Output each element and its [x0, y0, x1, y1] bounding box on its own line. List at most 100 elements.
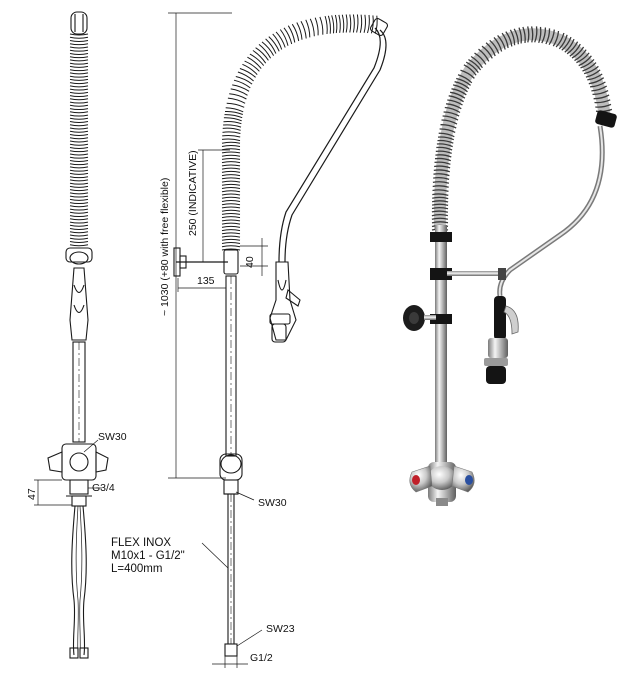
spring-coil-turn — [221, 229, 241, 232]
spring-coil-turn — [538, 26, 542, 44]
flex-note-line2: M10x1 - G1/2" — [111, 550, 185, 562]
spring-coil-turn — [470, 55, 483, 69]
spring-coil-turn — [327, 15, 331, 34]
spring-coil-turn — [69, 104, 89, 107]
spring-coil-turn — [69, 65, 89, 68]
spring-coil-turn — [593, 94, 610, 100]
spring-coil-turn — [221, 187, 241, 189]
spring-coil-turn — [454, 81, 470, 90]
spring-coil-turn — [69, 72, 89, 75]
spring-coil-turn — [481, 45, 493, 59]
spring-coil-turn — [440, 124, 457, 129]
spring-coil-turn — [431, 200, 449, 203]
spring-coil-turn — [588, 77, 605, 85]
spring-coil-turn — [349, 14, 352, 33]
spring-coil-turn — [221, 180, 241, 183]
spring-coil-turn — [513, 28, 519, 45]
spring-coil-turn — [509, 29, 516, 46]
spring-coil-turn — [505, 31, 513, 47]
spring-coil-turn — [478, 48, 490, 62]
spring-coil-turn — [227, 97, 246, 104]
spring-coil-turn — [432, 196, 449, 200]
spring-coil-turn — [580, 58, 595, 69]
spring-coil-turn — [69, 156, 89, 159]
side-nut-sw-label: SW30 — [98, 431, 127, 443]
spring-coil-turn — [239, 68, 256, 78]
spring-coil-turn — [374, 15, 378, 34]
spring-coil-turn — [69, 130, 89, 133]
spring-coil-turn — [69, 124, 89, 127]
spring-coil-turn — [69, 234, 89, 237]
spring-coil-turn — [489, 39, 500, 54]
flex-note-line1: FLEX INOX — [111, 537, 172, 549]
spring-coil-turn — [221, 138, 241, 142]
spring-coil-turn — [258, 44, 272, 59]
spring-coil-turn — [249, 53, 265, 66]
spring-coil-turn — [534, 26, 538, 43]
spring-coil-turn — [69, 62, 89, 65]
spring-coil-turn — [431, 203, 449, 207]
spring-coil-turn — [69, 218, 89, 221]
spring-coil-turn — [221, 141, 241, 144]
spring-coil-turn — [569, 43, 581, 57]
spring-coil-turn — [436, 146, 453, 151]
spring-coil-turn — [222, 131, 241, 134]
spring-coil-turn — [69, 75, 89, 78]
spring-coil-turn — [69, 228, 89, 230]
spring-coil-turn — [226, 102, 245, 108]
spring-coil-turn — [435, 154, 452, 158]
spring-coil-turn — [334, 14, 338, 34]
spring-coil-turn — [222, 134, 241, 138]
spring-coil-turn — [69, 114, 89, 117]
spring-coil-turn — [69, 185, 89, 188]
spring-coil-turn — [566, 41, 579, 55]
spring-coil-turn — [522, 26, 526, 43]
spring-coil-turn — [541, 27, 547, 44]
spring-coil-turn — [225, 107, 244, 113]
spring-coil-turn — [564, 38, 575, 53]
spring-coil-turn — [221, 242, 241, 244]
spring-coil-turn — [221, 216, 241, 219]
spring-coil-turn — [69, 179, 89, 182]
spring-coil-turn — [69, 192, 89, 195]
spring-coil-turn — [261, 41, 275, 56]
spring-coil-turn — [69, 198, 89, 201]
spring-coil-turn — [585, 69, 601, 78]
spring-coil-turn — [69, 88, 89, 91]
spring-coil-turn — [493, 36, 503, 52]
spring-coil-turn — [545, 28, 551, 45]
spring-coil-turn — [69, 241, 89, 243]
spring-coil-turn — [233, 79, 251, 89]
spring-coil-turn — [268, 36, 280, 52]
spring-coil-turn — [69, 237, 89, 240]
side-spring-coil — [69, 33, 89, 247]
spring-coil-turn — [69, 121, 89, 123]
spring-coil-turn — [441, 119, 458, 125]
spring-coil-turn — [221, 206, 241, 209]
spring-coil-turn — [443, 111, 460, 117]
spring-coil-turn — [275, 31, 286, 48]
spring-coil-turn — [265, 38, 277, 54]
spring-coil-turn — [69, 166, 89, 169]
spring-coil-turn — [442, 115, 459, 121]
spring-coil-turn — [69, 49, 89, 52]
spring-coil-turn — [221, 219, 241, 222]
spring-coil-turn — [69, 111, 89, 114]
spring-coil-turn — [69, 134, 89, 136]
spring-coil-turn — [436, 143, 453, 148]
spring-coil-turn — [530, 26, 534, 43]
spring-coil-turn — [69, 46, 89, 49]
spring-coil-turn — [433, 169, 451, 173]
spring-coil-turn — [434, 161, 451, 165]
spring-coil-turn — [457, 74, 473, 84]
spring-coil-turn — [433, 173, 450, 177]
flex-note-line3: L=400mm — [111, 563, 163, 575]
spring-coil-turn — [232, 84, 250, 92]
spring-coil-turn — [431, 210, 449, 213]
spring-coil-turn — [69, 33, 89, 36]
spring-coil-turn — [69, 98, 89, 101]
spring-coil-turn — [69, 150, 89, 153]
spring-coil-turn — [272, 33, 283, 50]
spring-coil-turn — [69, 160, 89, 162]
